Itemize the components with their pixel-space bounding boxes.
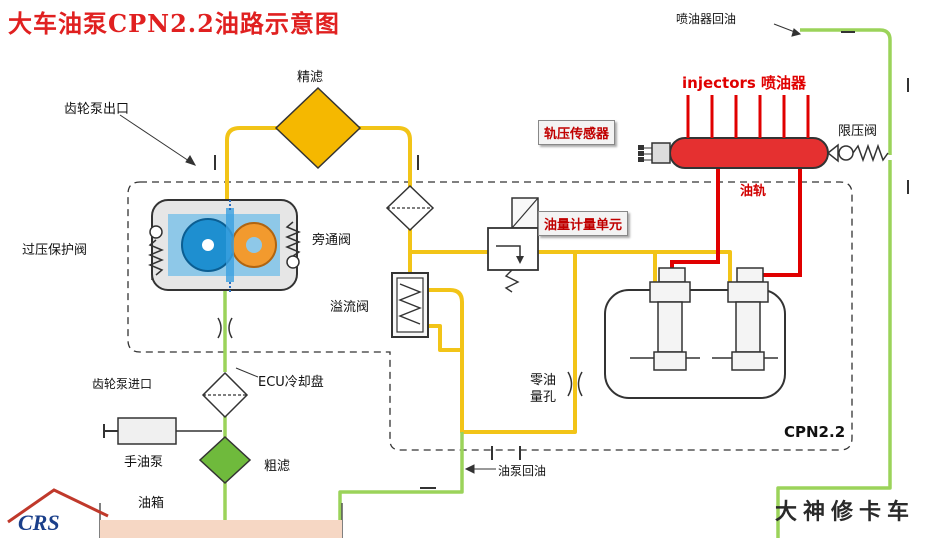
zero-orifice-label: 零油 量孔 [530,373,557,405]
plunger-right-icon [712,267,778,371]
high-pressure-lines [670,160,802,285]
flow-arrows [214,31,909,489]
rail-label: 油轨 [740,184,767,199]
pump-housing-outline [127,181,853,451]
rail-sensor-label: 轨压传感器 [538,120,616,145]
bypass-valve-icon [285,221,301,269]
common-rail-icon [669,137,829,169]
ecu-cooling-label: ECU冷却盘 [258,375,324,390]
injector-lines [686,95,810,138]
return-and-supply-lines [223,28,892,538]
injector-return-label: 喷油器回油 [676,12,737,26]
gear-pump-inlet-label: 齿轮泵进口 [92,377,153,391]
model-label: CPN2.2 [784,423,846,441]
metering-unit-icon [487,197,539,293]
injectors-label: injectors 喷油器 [682,74,807,92]
fuel-tank-icon [99,503,343,538]
fine-filter-icon [274,86,362,170]
rail-pressure-sensor-icon [638,142,671,164]
logo-text: CRS [18,510,60,535]
pump-return-label: 油泵回油 [498,464,547,478]
metering-unit-label: 油量计量单元 [538,211,629,236]
hand-pump-icon [103,417,222,445]
plunger-left-icon [630,267,700,371]
bypass-valve-label: 旁通阀 [312,233,352,248]
pressure-limit-valve-icon [826,143,889,163]
low-pressure-lines [225,126,732,434]
hand-pump-label: 手油泵 [124,455,164,470]
overpressure-valve-icon [148,225,164,280]
pressure-limit-valve-label: 限压阀 [838,124,878,139]
fine-filter-label: 精滤 [297,70,324,85]
overpressure-valve-label: 过压保护阀 [22,243,88,258]
overflow-valve-icon [391,272,429,338]
pump-inlet-orifice-icon [217,317,233,339]
page-title: 大车油泵CPN2.2油路示意图 [8,9,340,38]
zero-orifice-icon [567,371,583,397]
tank-label: 油箱 [138,496,165,511]
crs-logo: CRS [7,488,109,535]
gear-pump-outlet-label: 齿轮泵出口 [64,102,130,117]
coarse-filter-icon [198,435,252,485]
overflow-valve-label: 溢流阀 [330,300,370,315]
leader-lines [119,23,802,474]
watermark: 大神修卡车 [774,500,915,525]
coarse-filter-label: 粗滤 [264,459,291,474]
